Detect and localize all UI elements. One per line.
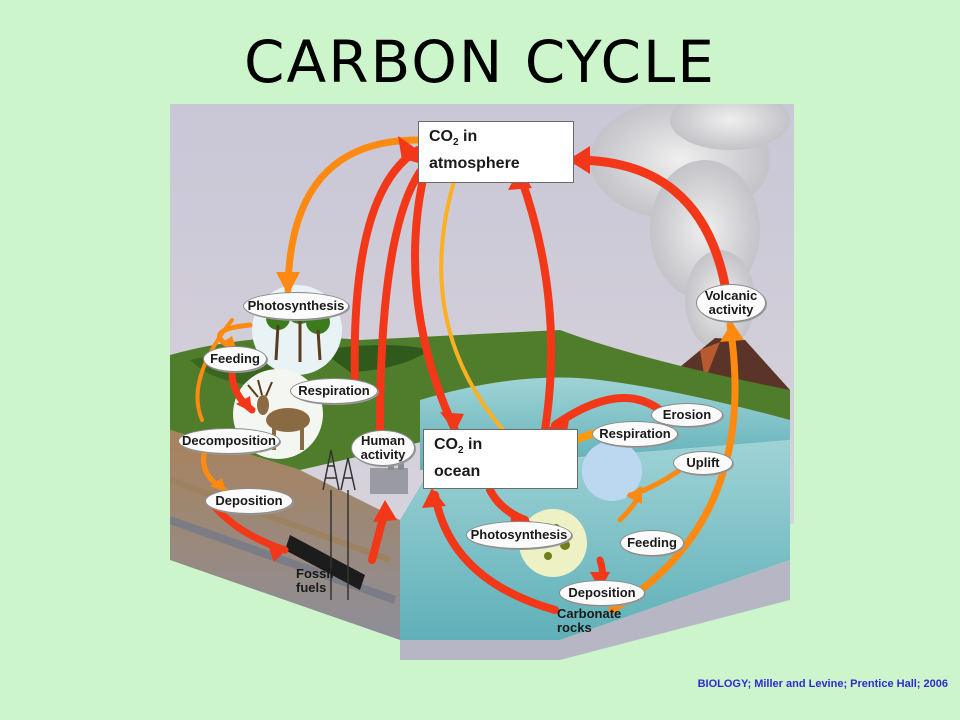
ocean-label: ocean <box>434 463 481 481</box>
uplift-label: Uplift <box>673 451 733 475</box>
photosynthesis-land-label: Photosynthesis <box>243 292 349 320</box>
respiration-ocean-label: Respiration <box>592 421 678 447</box>
co2-ocean-box: CO2 in ocean <box>423 429 578 489</box>
co2-atmosphere-box: CO2 in atmosphere <box>418 121 574 183</box>
fossil-fuel-layer <box>285 535 365 590</box>
carbonate-rocks-label: Carbonate rocks <box>557 607 621 635</box>
fossil-line1: Fossil <box>296 566 334 581</box>
co2-in-label: in <box>468 436 483 453</box>
page-title: CARBON CYCLE <box>244 28 716 96</box>
feeding-land-label: Feeding <box>203 346 267 372</box>
deposition-land-label: Deposition <box>205 488 293 514</box>
soil-face <box>170 430 400 640</box>
deposition-ocean-label: Deposition <box>559 580 645 606</box>
co2-label: CO <box>434 436 458 453</box>
human-activity-line2: activity <box>360 447 406 462</box>
co2-label: CO <box>429 128 453 145</box>
co2-subscript: 2 <box>458 445 464 457</box>
decomposition-label: Decomposition <box>178 428 280 454</box>
human-activity-label: Human activity <box>351 430 415 466</box>
volcanic-activity-label: Volcanic activity <box>696 284 766 322</box>
source-credit: BIOLOGY; Miller and Levine; Prentice Hal… <box>697 678 948 690</box>
respiration-land-label: Respiration <box>290 378 378 404</box>
carbonate-line2: rocks <box>557 620 592 635</box>
carbonate-line1: Carbonate <box>557 606 622 621</box>
co2-subscript: 2 <box>453 137 459 149</box>
feeding-ocean-label: Feeding <box>620 530 684 556</box>
fossil-line2: fuels <box>296 580 327 595</box>
atmosphere-label: atmosphere <box>429 155 520 173</box>
co2-in-label: in <box>463 128 478 145</box>
erosion-label: Erosion <box>651 403 723 427</box>
volcanic-line1: Volcanic <box>704 288 758 303</box>
volcanic-line2: activity <box>708 302 754 317</box>
fossil-fuels-label: Fossil fuels <box>296 567 334 595</box>
human-activity-line1: Human <box>360 433 406 448</box>
carbon-cycle-illustration <box>170 104 794 660</box>
oil-derrick-icon <box>322 449 356 600</box>
photosynthesis-ocean-label: Photosynthesis <box>466 521 572 549</box>
